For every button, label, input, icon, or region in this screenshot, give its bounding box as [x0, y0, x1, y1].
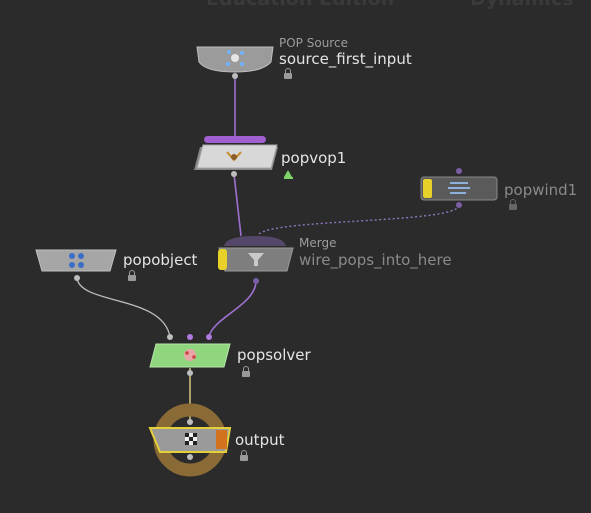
- node-popwind1[interactable]: [420, 168, 498, 208]
- node-merge[interactable]: [218, 236, 294, 284]
- wire-popvop-to-merge[interactable]: [233, 173, 242, 237]
- pop-source-icon: [226, 50, 244, 66]
- watermark-context: Dynamics: [470, 0, 573, 10]
- node-popvop1[interactable]: [194, 136, 293, 179]
- wire-popobject-to-popsolver[interactable]: [76, 277, 171, 338]
- output-connector[interactable]: [187, 370, 193, 376]
- output-connector[interactable]: [74, 275, 80, 281]
- node-name-popsolver[interactable]: popsolver: [237, 346, 311, 364]
- node-name-popwind[interactable]: popwind1: [504, 181, 578, 199]
- bypass-flag[interactable]: [423, 179, 432, 198]
- merge-funnel-icon: [248, 253, 264, 266]
- flag-icon: [284, 170, 293, 179]
- node-name-output[interactable]: output: [235, 431, 285, 449]
- watermark-edition: Education Edition: [206, 0, 394, 10]
- node-popobject[interactable]: [35, 249, 117, 281]
- display-flag[interactable]: [216, 430, 227, 449]
- lock-icon[interactable]: [128, 270, 136, 281]
- node-type-label: POP Source: [279, 36, 348, 50]
- output-connector[interactable]: [232, 73, 238, 79]
- node-popsolver[interactable]: [149, 334, 231, 376]
- node-source-first-input[interactable]: [196, 46, 274, 79]
- lock-icon[interactable]: [284, 68, 292, 79]
- wire-merge-to-popsolver[interactable]: [208, 280, 257, 338]
- lock-icon[interactable]: [240, 450, 248, 461]
- node-name-popvop[interactable]: popvop1: [281, 149, 347, 167]
- output-connector[interactable]: [187, 454, 193, 460]
- vop-network-icon: [226, 151, 242, 162]
- node-name-source[interactable]: source_first_input: [279, 50, 412, 68]
- input-connector[interactable]: [167, 334, 173, 340]
- pop-solver-icon: [184, 349, 196, 361]
- lock-icon[interactable]: [242, 366, 250, 377]
- output-connector[interactable]: [253, 278, 259, 284]
- input-connector[interactable]: [456, 168, 462, 174]
- wire-popwind-to-merge[interactable]: [257, 204, 460, 236]
- node-type-label: Merge: [299, 236, 337, 250]
- output-connector[interactable]: [456, 202, 462, 208]
- input-connector[interactable]: [187, 334, 193, 340]
- node-name-popobject[interactable]: popobject: [123, 251, 198, 269]
- node-output[interactable]: [148, 403, 232, 477]
- node-name-merge[interactable]: wire_pops_into_here: [299, 251, 452, 269]
- input-connector[interactable]: [187, 419, 193, 425]
- lock-icon[interactable]: [509, 199, 517, 210]
- wind-icon: [448, 182, 470, 194]
- bypass-flag[interactable]: [218, 249, 227, 270]
- input-connector[interactable]: [206, 334, 212, 340]
- output-flag-icon: [185, 433, 197, 445]
- output-connector[interactable]: [231, 171, 237, 177]
- pop-object-icon: [69, 253, 84, 268]
